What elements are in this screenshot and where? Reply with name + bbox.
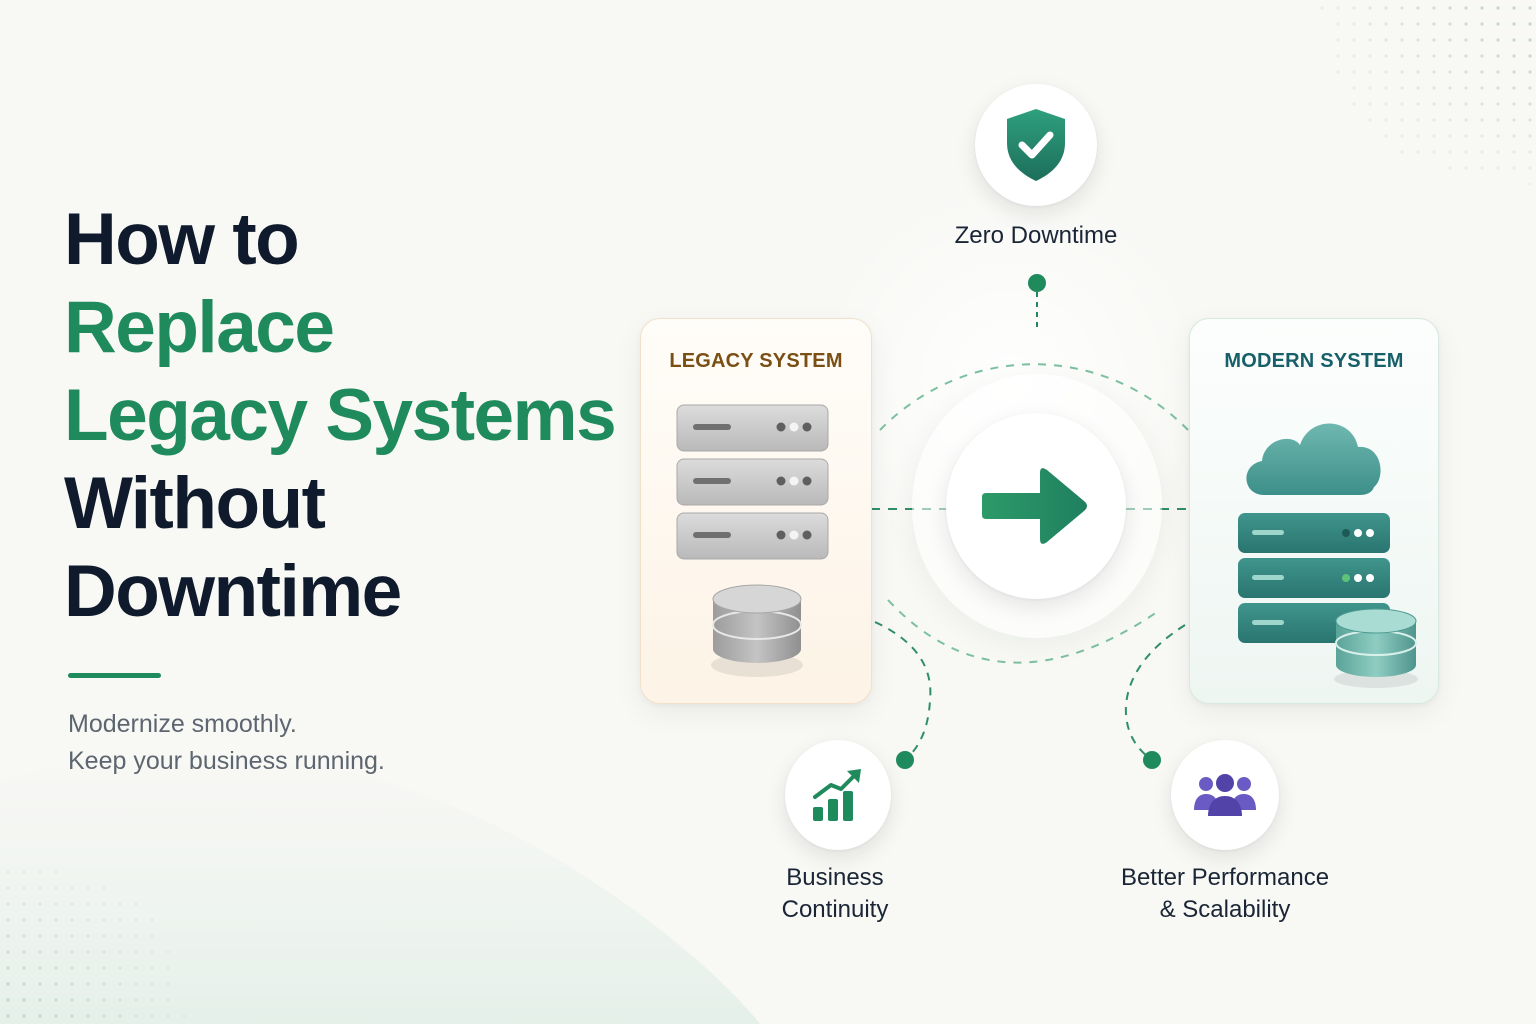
- business-continuity-label: Business Continuity: [735, 862, 935, 926]
- modern-system-card: MODERN SYSTEM: [1189, 318, 1439, 704]
- cloud-server-icon: [1238, 423, 1418, 688]
- zero-downtime-node: [975, 84, 1097, 206]
- zero-downtime-label: Zero Downtime: [954, 222, 1118, 249]
- modern-system-title: MODERN SYSTEM: [1224, 350, 1404, 372]
- subtitle-line-1: Modernize smoothly.: [68, 710, 297, 738]
- subtitle-line-2: Keep your business running.: [68, 747, 385, 775]
- performance-label: Better Performance & Scalability: [1085, 862, 1365, 926]
- performance-line-2: & Scalability: [1159, 896, 1291, 923]
- subtitle: Modernize smoothly. Keep your business r…: [68, 706, 385, 780]
- headline-line-legacy-systems: Legacy Systems: [64, 375, 617, 456]
- center-arrow-node: [946, 413, 1126, 599]
- headline-divider: [68, 673, 161, 678]
- headline-line-without: Without: [64, 463, 326, 544]
- shield-check-icon: [1007, 109, 1065, 181]
- business-continuity-line-2: Continuity: [781, 896, 889, 923]
- business-continuity-node: [785, 740, 891, 850]
- users-group-icon: [1194, 774, 1256, 816]
- business-continuity-line-1: Business: [786, 864, 884, 891]
- headline-line-replace: Replace: [64, 287, 335, 368]
- headline: How to Replace Legacy Systems Without Do…: [64, 196, 617, 636]
- performance-node: [1171, 740, 1279, 850]
- performance-line-1: Better Performance: [1120, 864, 1330, 891]
- headline-line-downtime: Downtime: [64, 551, 402, 632]
- growth-chart-icon: [813, 769, 861, 821]
- legacy-system-title: LEGACY SYSTEM: [669, 350, 843, 372]
- legacy-system-card: LEGACY SYSTEM: [640, 318, 872, 704]
- arrow-right-icon: [982, 468, 1087, 544]
- legacy-server-icon: [676, 404, 829, 677]
- headline-line-how-to: How to: [64, 199, 300, 280]
